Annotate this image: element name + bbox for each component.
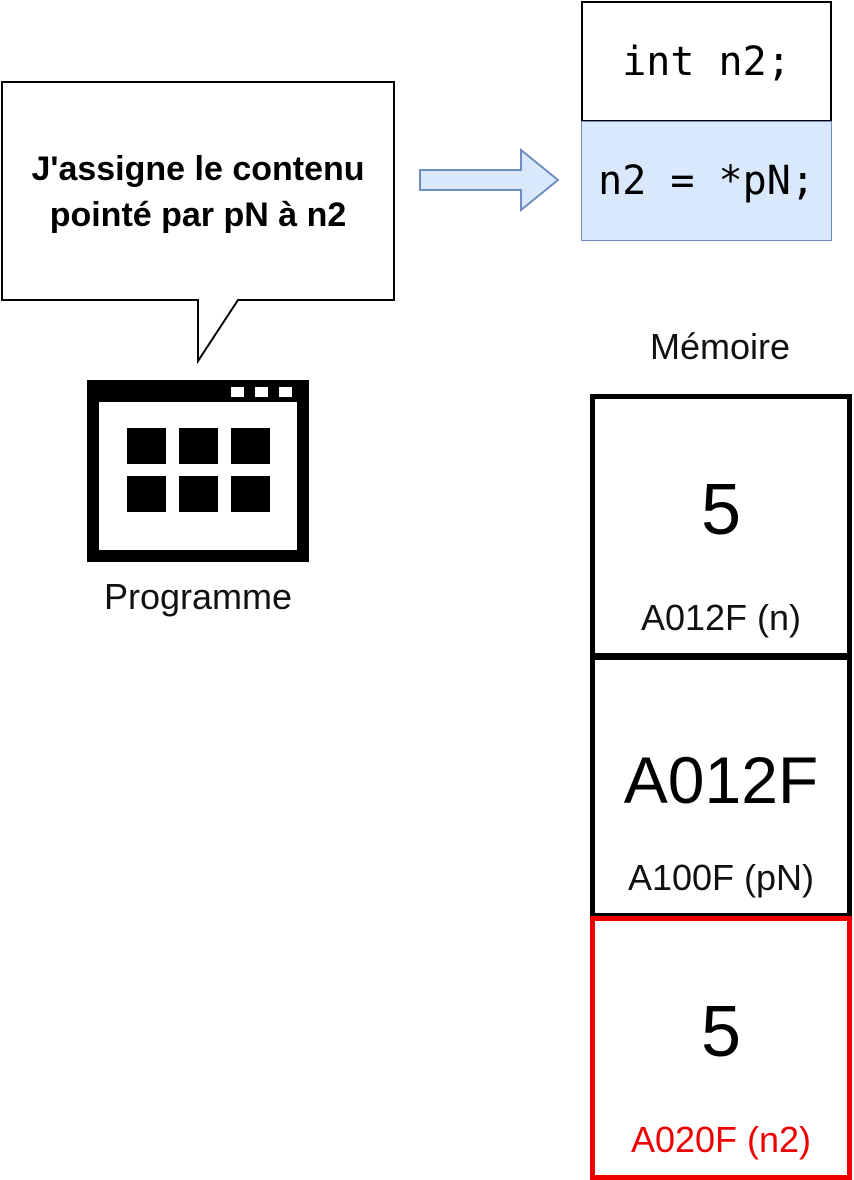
memory-cell-value: 5 bbox=[700, 992, 742, 1072]
memory-cell-n2-highlighted: 5 A020F (n2) bbox=[590, 916, 852, 1180]
memory-cell-value: A012F bbox=[623, 743, 819, 817]
memory-cell-n: 5 A012F (n) bbox=[590, 394, 852, 658]
code-line-assignment: n2 = *pN; bbox=[581, 121, 832, 241]
application-window-icon bbox=[87, 380, 309, 562]
code-line-declaration: int n2; bbox=[581, 1, 832, 122]
speech-bubble: J'assigne le contenu pointé par pN à n2 bbox=[0, 0, 400, 370]
memory-cell-value: 5 bbox=[700, 470, 742, 550]
memory-title: Mémoire bbox=[649, 326, 791, 367]
memory-cell-address: A012F (n) bbox=[640, 597, 802, 638]
memory-cell-pn: A012F A100F (pN) bbox=[590, 655, 852, 918]
right-arrow-icon bbox=[419, 148, 560, 212]
program-label: Programme bbox=[103, 576, 293, 617]
speech-bubble-shape bbox=[1, 81, 395, 365]
memory-cell-address: A020F (n2) bbox=[630, 1119, 812, 1160]
memory-cell-address: A100F (pN) bbox=[627, 857, 815, 898]
speech-bubble-text: J'assigne le contenu pointé par pN à n2 bbox=[31, 149, 365, 234]
